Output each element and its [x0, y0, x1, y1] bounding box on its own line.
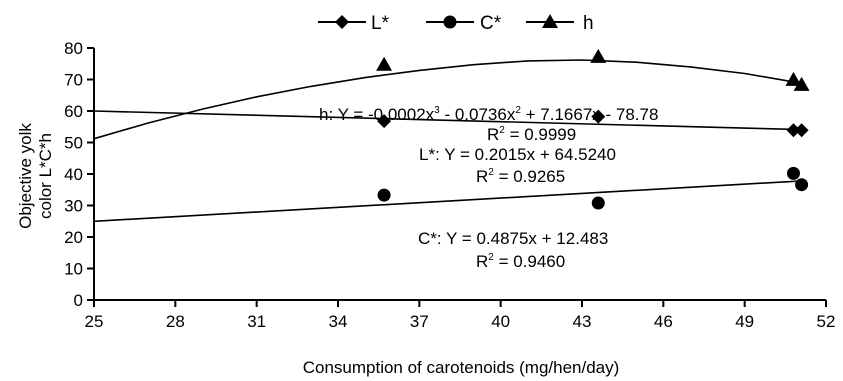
equation-c: C*: Y = 0.4875x + 12.483 [418, 229, 608, 248]
r2-h-value: = 0.9999 [505, 125, 576, 144]
y-axis-title-line-1: Objective yolk [16, 123, 35, 229]
r2-l-value: = 0.9265 [494, 167, 565, 186]
r2-h: R2 = 0.9999 [487, 125, 576, 144]
y-tick-label: 60 [64, 102, 83, 121]
fit-lines [93, 59, 802, 223]
x-tick-label: 37 [410, 312, 429, 331]
data-point-triangle [793, 76, 810, 91]
equation-l: L*: Y = 0.2015x + 64.5240 [419, 145, 616, 164]
equation-h: h: Y = -0.0002x3 - 0.0736x2 + 7.1667x - … [319, 105, 658, 124]
y-tick-label: 70 [64, 71, 83, 90]
data-point-circle [786, 166, 800, 180]
equation-h-mid: - 0.0736x [440, 105, 516, 124]
x-tick-label: 46 [654, 312, 673, 331]
legend-label-l: L* [371, 13, 390, 34]
data-points [376, 48, 810, 210]
data-point-diamond [786, 123, 801, 138]
fit-line-diamond [93, 110, 802, 131]
r2-h-label: R [487, 125, 499, 144]
y-ticks: 0 10 20 30 40 50 60 70 80 [64, 39, 94, 310]
data-point-circle [591, 196, 605, 210]
data-point-diamond [591, 109, 606, 124]
r2-l-exp: 2 [488, 167, 494, 178]
r2-c-exp: 2 [488, 252, 494, 263]
r2-c: R2 = 0.9460 [476, 252, 565, 271]
x-ticks: 25 28 31 34 37 40 43 46 49 52 [85, 300, 836, 331]
equation-h-exp-2: 2 [515, 105, 521, 116]
data-point-triangle [785, 71, 802, 86]
fit-line-triangle [93, 59, 802, 140]
y-tick-label: 0 [74, 291, 83, 310]
x-tick-label: 43 [573, 312, 592, 331]
legend: L* C* h [318, 13, 594, 34]
legend-label-c: C* [480, 13, 502, 34]
y-axis-title-line-2: color L*C*h [36, 133, 55, 219]
data-point-triangle [590, 48, 607, 63]
x-tick-label: 34 [329, 312, 348, 331]
r2-h-exp: 2 [499, 125, 505, 136]
r2-c-label: R [476, 252, 488, 271]
x-tick-label: 28 [166, 312, 185, 331]
data-point-diamond [377, 114, 392, 129]
y-tick-label: 80 [64, 39, 83, 58]
x-tick-label: 52 [817, 312, 836, 331]
x-tick-label: 31 [247, 312, 266, 331]
equation-h-prefix: h: Y = -0.0002x [319, 105, 435, 124]
legend-marker-h [542, 14, 558, 28]
legend-marker-c [443, 15, 457, 29]
y-tick-label: 40 [64, 165, 83, 184]
y-tick-label: 10 [64, 260, 83, 279]
r2-c-value: = 0.9460 [494, 252, 565, 271]
y-tick-label: 30 [64, 197, 83, 216]
x-tick-label: 49 [735, 312, 754, 331]
legend-label-h: h [583, 13, 594, 34]
data-point-circle [377, 188, 391, 202]
data-point-diamond [794, 123, 809, 138]
equation-h-suffix: + 7.1667x - 78.78 [521, 105, 659, 124]
equation-h-exp-3: 3 [434, 105, 440, 116]
y-tick-label: 20 [64, 228, 83, 247]
x-tick-label: 40 [491, 312, 510, 331]
r2-l-label: R [476, 167, 488, 186]
x-tick-label: 25 [85, 312, 104, 331]
legend-marker-l [335, 15, 349, 29]
x-axis-title: Consumption of carotenoids (mg/hen/day) [303, 358, 620, 377]
data-point-triangle [376, 56, 393, 71]
data-point-circle [795, 178, 809, 192]
fit-line-circle [93, 180, 802, 223]
y-tick-label: 50 [64, 134, 83, 153]
r2-l: R2 = 0.9265 [476, 167, 565, 186]
